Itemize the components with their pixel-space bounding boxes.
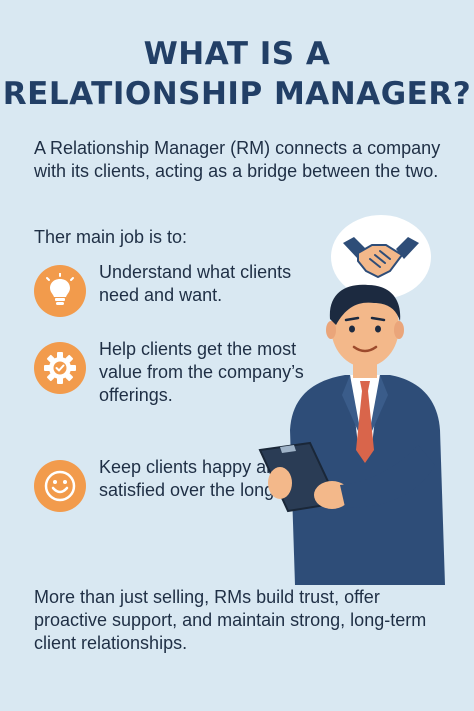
list-item-text: Help clients get the most value from the… (99, 339, 304, 405)
tie (356, 381, 374, 463)
page-title: WHAT IS A RELATIONSHIP MANAGER? (0, 34, 474, 114)
title-line-1: WHAT IS A (143, 36, 331, 72)
smiley-icon (34, 460, 86, 512)
intro-paragraph: A Relationship Manager (RM) connects a c… (34, 138, 441, 181)
handshake-icon (343, 237, 419, 279)
relationship-manager-illustration (258, 215, 445, 585)
gear-icon (34, 342, 86, 394)
list-item-text: Understand what clients need and want. (99, 262, 292, 305)
title-line-2: RELATIONSHIP MANAGER? (2, 76, 472, 112)
hair (329, 284, 401, 325)
list-item-text: Keep clients happy and satisfied over th… (99, 457, 316, 500)
speech-bubble (331, 215, 431, 311)
lightbulb-icon (34, 265, 86, 317)
lead-text: Ther main job is to: (34, 227, 188, 247)
outro-paragraph: More than just selling, RMs build trust,… (34, 587, 427, 653)
